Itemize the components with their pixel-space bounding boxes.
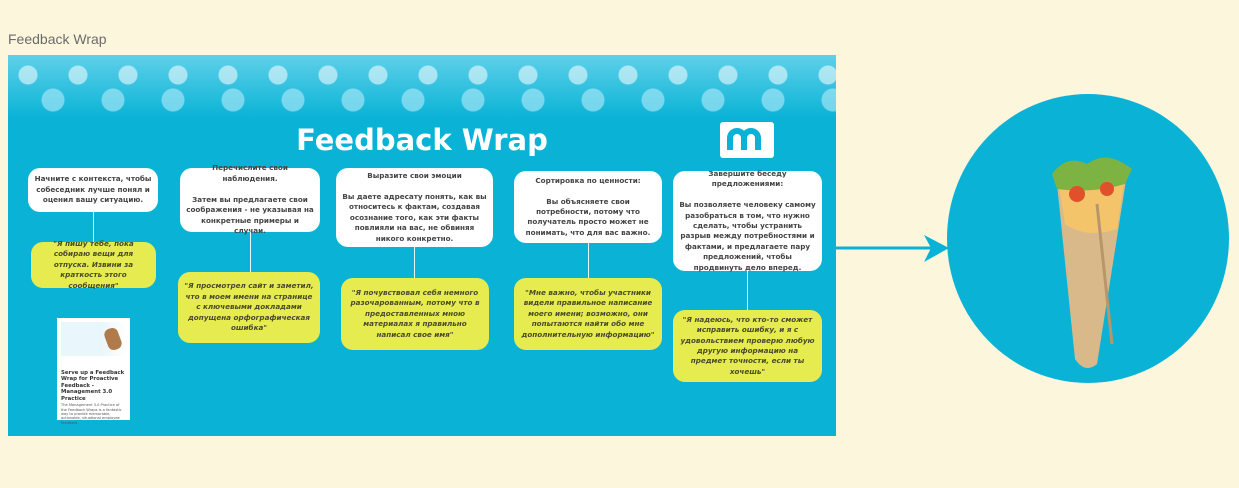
wrap-food-icon: [1052, 157, 1132, 368]
arrow-connector: [836, 235, 949, 262]
step-5-instruction: Завершите беседу предложениями: Вы позво…: [673, 169, 822, 272]
step-5-example: "Я надеюсь, что кто-то сможет исправить …: [673, 310, 822, 382]
step-2-example: "Я просмотрел сайт и заметил, что в моем…: [178, 272, 320, 343]
step-1-example: "Я пишу тебе, пока собираю вещи для отпу…: [31, 239, 156, 290]
connector: [250, 232, 251, 272]
step-2-instruction: Перечислите свои наблюдения. Затем вы пр…: [180, 163, 320, 235]
step-4-example: "Мне важно, чтобы участники видели прави…: [514, 278, 662, 350]
connector: [747, 271, 748, 310]
link-card-description: The Management 3.0 Practice of the Feedb…: [61, 403, 122, 425]
m30-logo: [720, 122, 774, 158]
feedback-wrap-board[interactable]: Feedback Wrap Начните с контекста, чтобы…: [8, 55, 836, 436]
hexagon-pattern-banner: [8, 55, 836, 118]
card-thumbnail: [61, 322, 126, 356]
wrap-image-circle: [947, 94, 1229, 383]
step-3-instruction: Выразите свои эмоции Вы даете адресату п…: [336, 168, 493, 247]
frame-title[interactable]: Feedback Wrap: [8, 31, 107, 47]
connector: [588, 243, 589, 278]
link-card-title: Serve up a Feedback Wrap for Proactive F…: [61, 370, 125, 402]
board-title: Feedback Wrap: [296, 123, 548, 157]
step-3-example: "Я почувствовал себя немного разочарован…: [341, 278, 489, 350]
step-4-instruction: Сортировка по ценности: Вы объясняете св…: [514, 171, 662, 243]
link-card[interactable]: Serve up a Feedback Wrap for Proactive F…: [57, 318, 130, 425]
connector: [414, 247, 415, 278]
step-1-instruction: Начните с контекста, чтобы собеседник лу…: [28, 168, 158, 212]
connector: [93, 212, 94, 242]
